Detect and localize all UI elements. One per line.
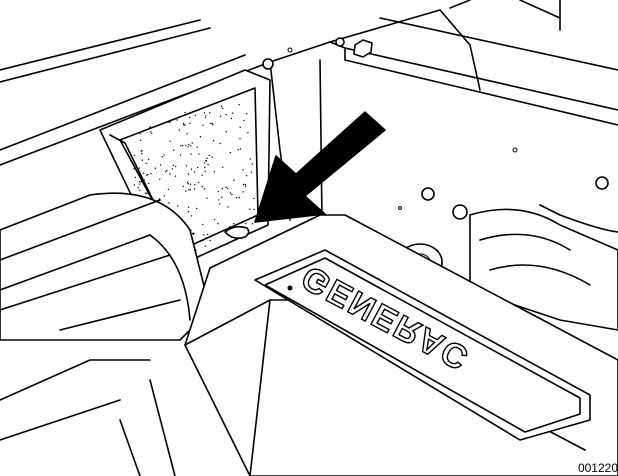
engine-cover: GENERAC bbox=[184, 214, 618, 476]
reference-code: 001220 bbox=[577, 461, 618, 475]
side-housing bbox=[0, 192, 211, 476]
bolt-icon bbox=[262, 37, 609, 220]
arrow-icon bbox=[254, 111, 386, 223]
enclosure-frame bbox=[0, 0, 618, 221]
